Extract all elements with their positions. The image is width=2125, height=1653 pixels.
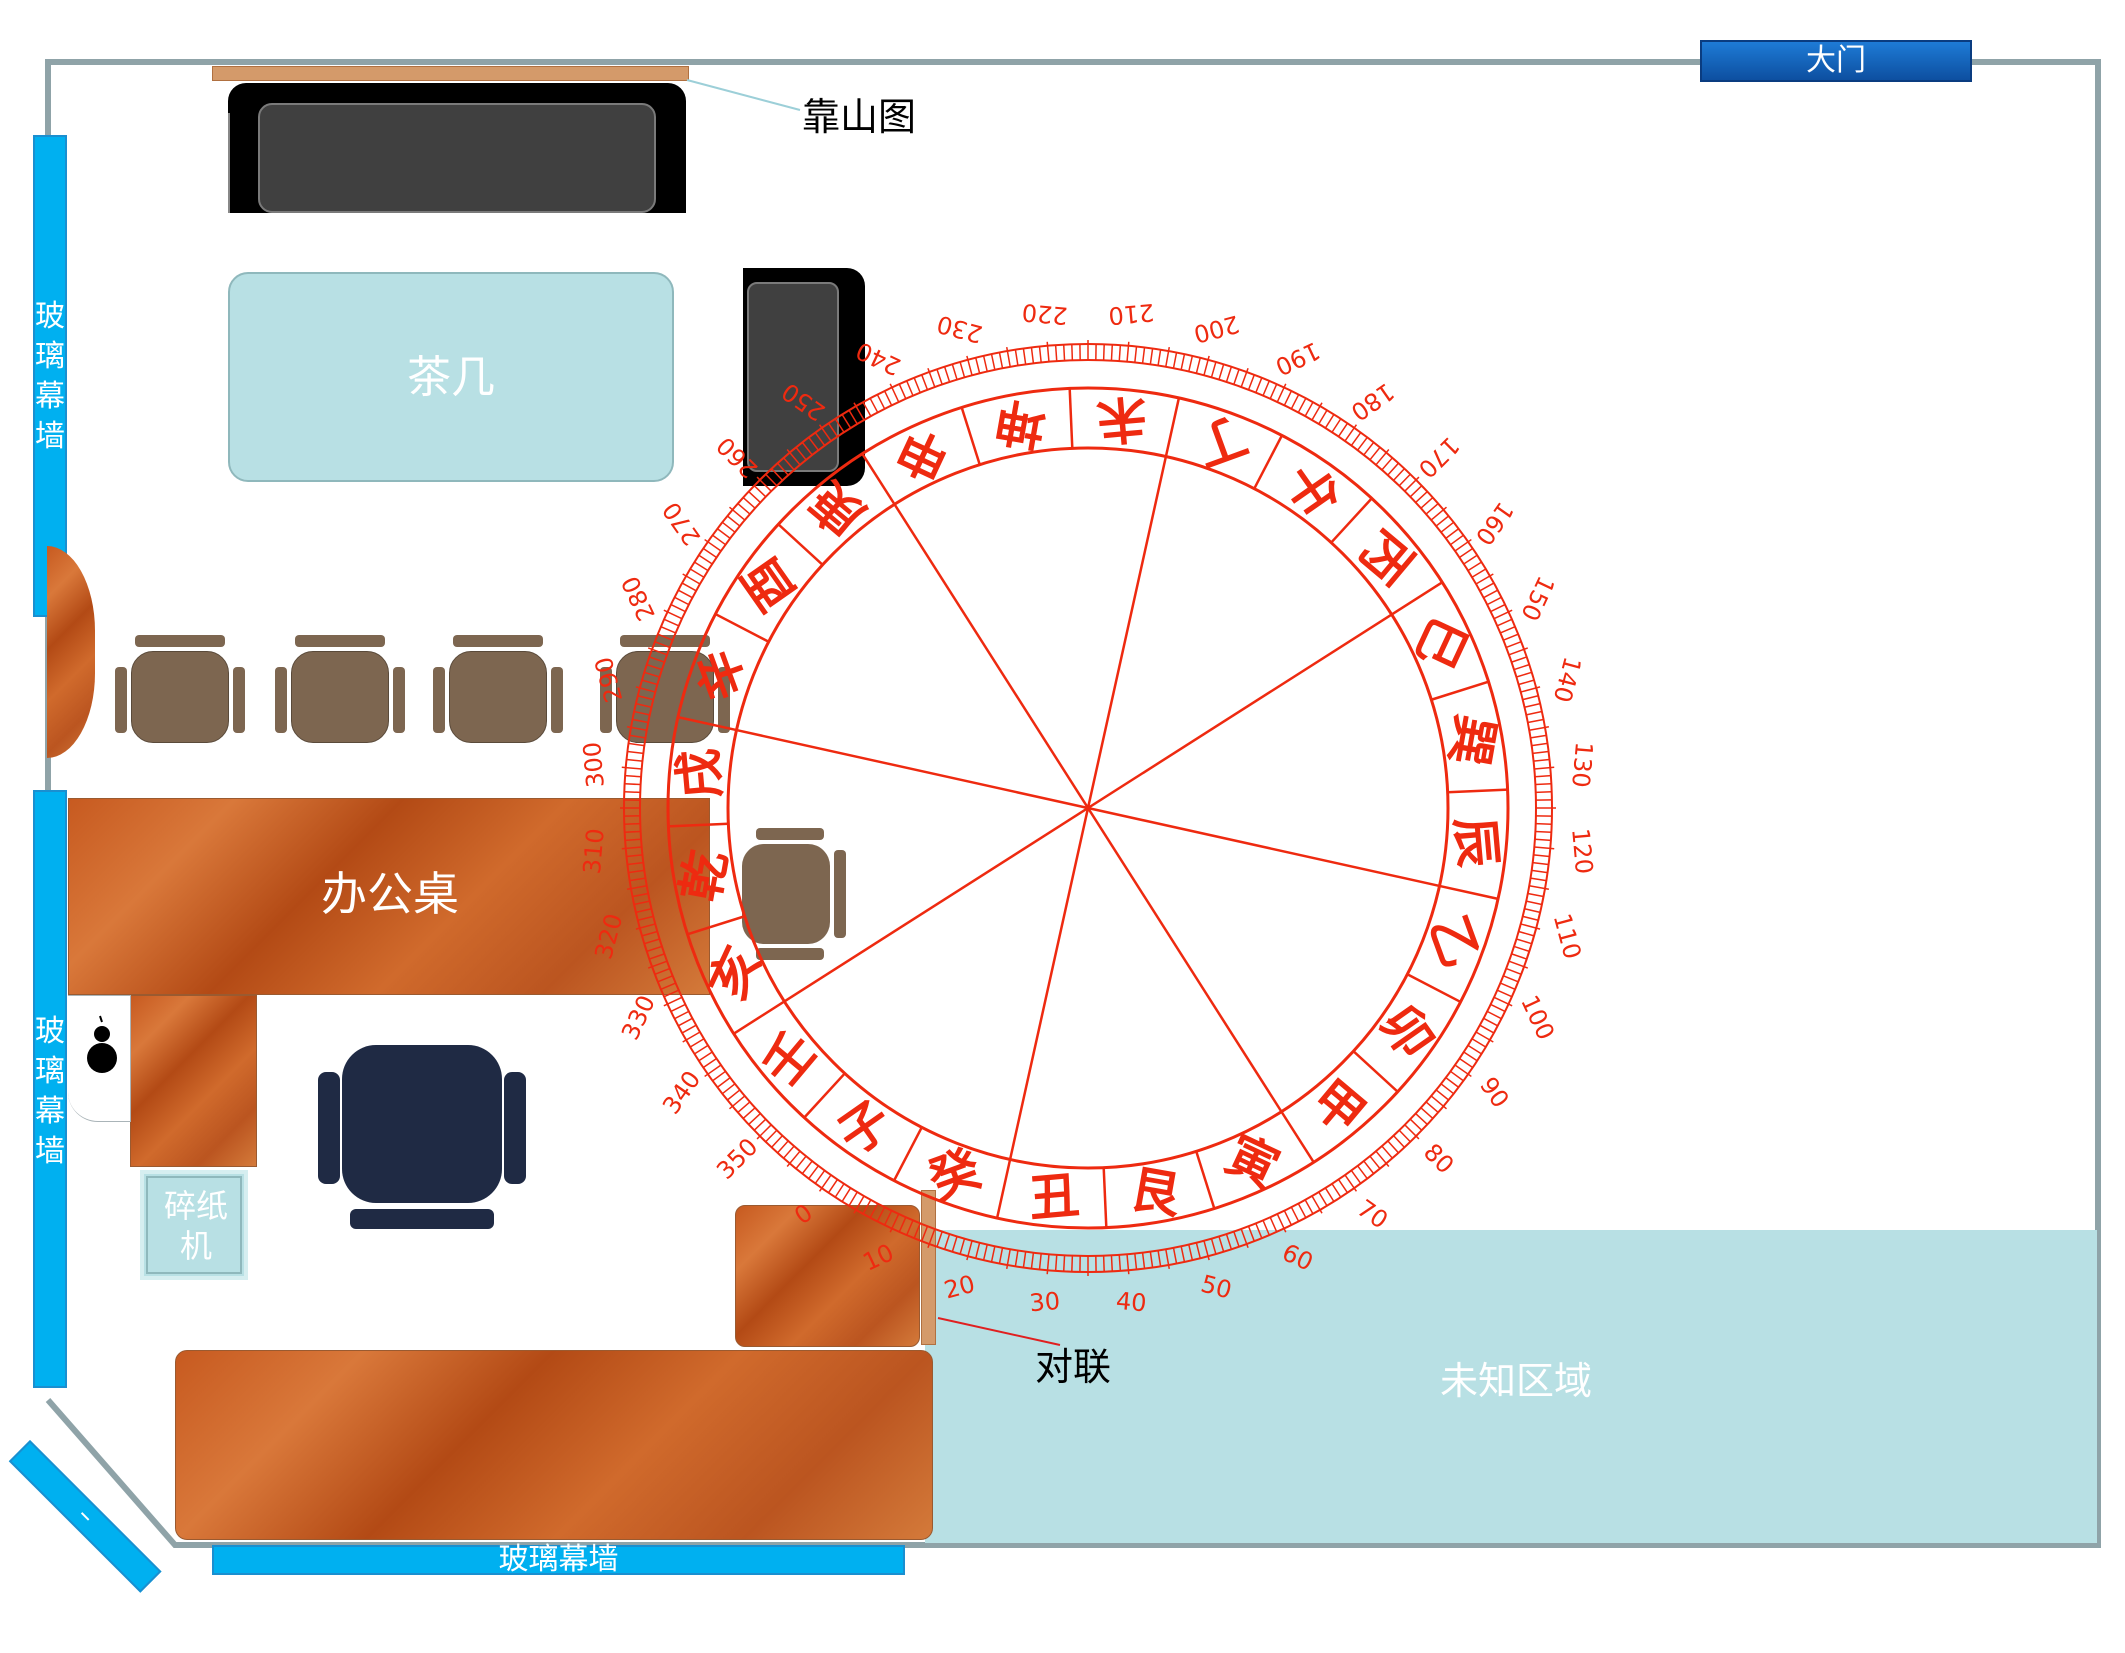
glass-wall-mid: 玻璃幕墙 — [33, 790, 67, 1388]
shredder-label: 碎纸机 — [163, 1187, 228, 1265]
glass-wall-bottom-label: 玻璃幕墙 — [498, 1542, 619, 1577]
mountain-painting-label: 靠山图 — [802, 95, 917, 139]
guest-chair — [275, 635, 405, 745]
guest-chair — [433, 635, 563, 745]
mountain-painting — [212, 66, 689, 81]
side-sofa — [743, 268, 865, 486]
couplet — [921, 1190, 936, 1345]
unknown-area: 未知区域 — [925, 1230, 2097, 1543]
gourd-stand — [68, 995, 131, 1122]
glass-wall-bottom: 玻璃幕墙 — [212, 1545, 905, 1575]
sofa — [228, 83, 686, 213]
tea-table: 茶几 — [228, 272, 674, 482]
office-desk-label: 办公桌 — [321, 867, 459, 921]
main-door: 大门 — [1700, 40, 1972, 82]
couplet-label: 对联 — [1035, 1345, 1112, 1389]
side-chair — [742, 828, 848, 962]
boss-chair — [318, 1045, 526, 1230]
glass-wall-top: 玻璃幕墙 — [33, 135, 67, 617]
glass-wall-mid-label: 玻璃幕墙 — [35, 1014, 65, 1169]
small-cabinet — [735, 1205, 920, 1347]
guest-chair — [115, 635, 245, 745]
main-door-label: 大门 — [1806, 43, 1866, 78]
glass-wall-top-label: 玻璃幕墙 — [35, 299, 65, 454]
unknown-area-label: 未知区域 — [1440, 1359, 1593, 1403]
guest-chair — [600, 635, 730, 745]
desk-return — [130, 995, 257, 1167]
gourd-icon — [87, 1015, 117, 1073]
shredder: 碎纸机 — [140, 1170, 248, 1280]
long-desk — [175, 1350, 933, 1540]
office-desk: 办公桌 — [68, 798, 710, 995]
tea-table-label: 茶几 — [407, 352, 495, 403]
